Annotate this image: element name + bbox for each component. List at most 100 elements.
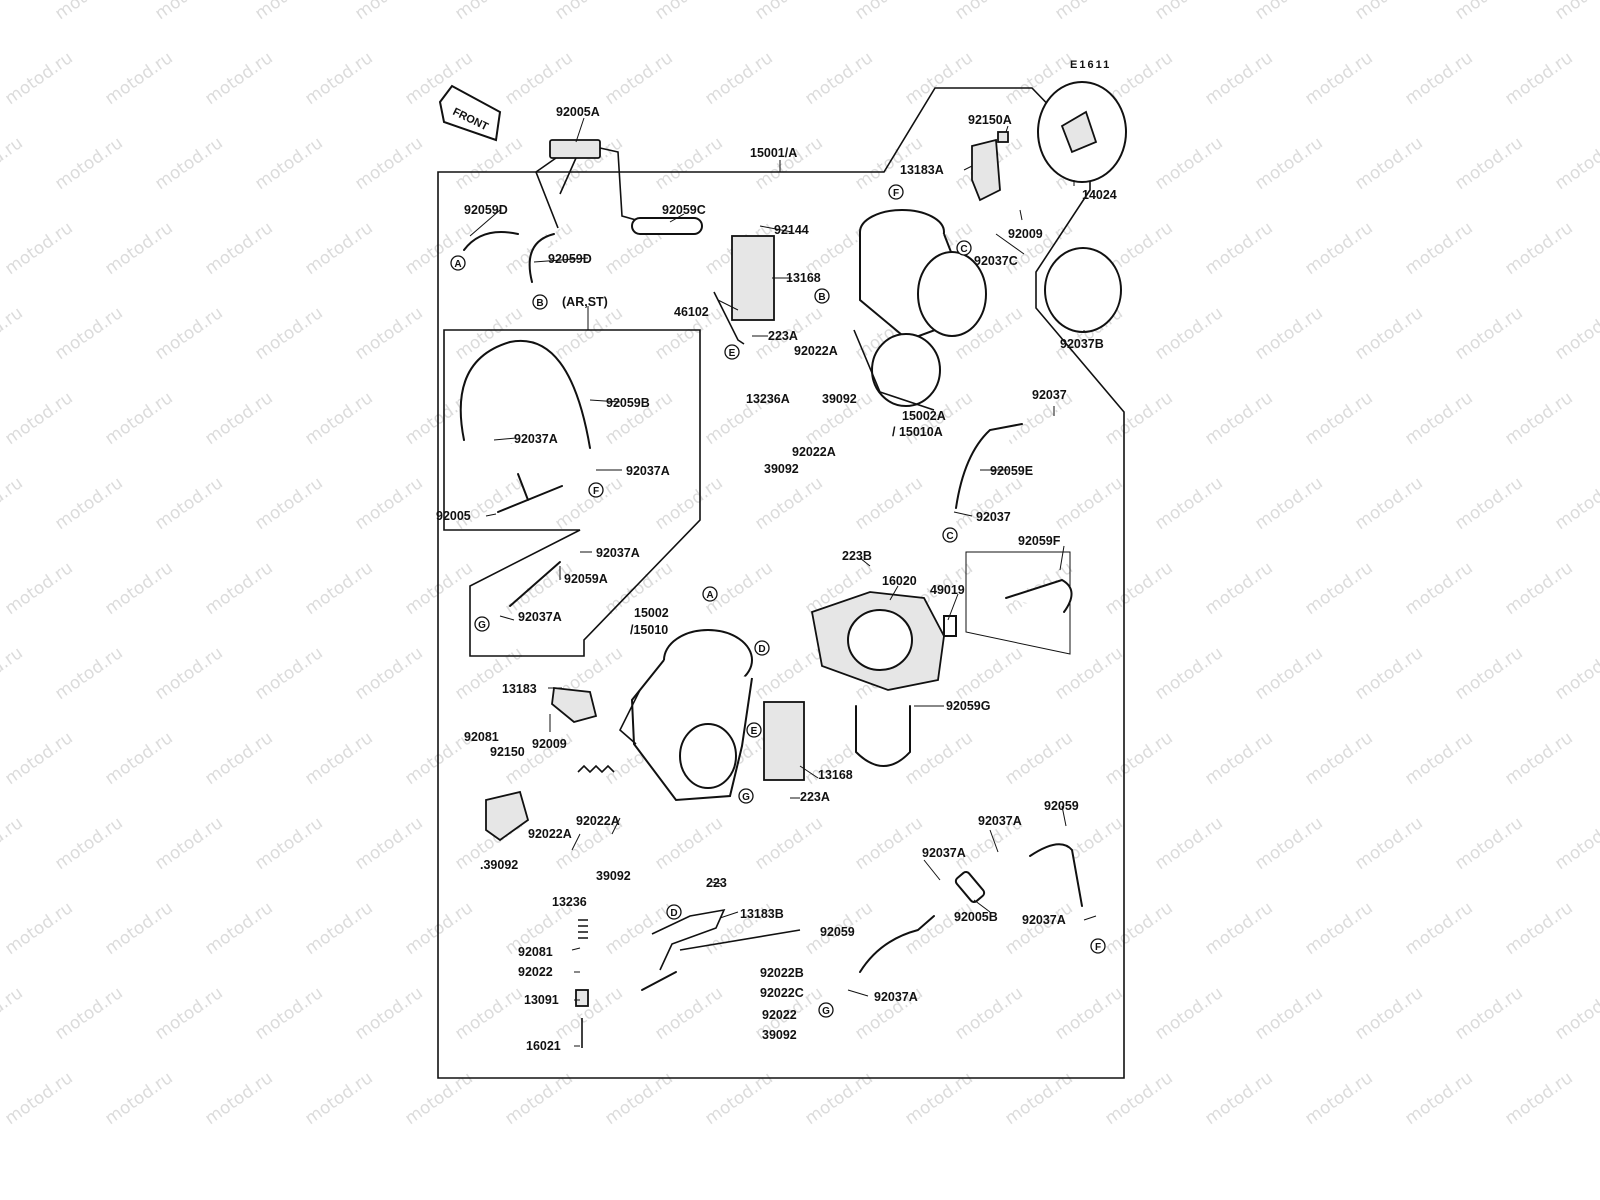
label-92059-1: 92059 <box>820 925 855 939</box>
watermark-text: motod.ru <box>1051 473 1126 534</box>
watermark-text: motod.ru <box>1201 388 1276 449</box>
watermark-text: motod.ru <box>1001 898 1076 959</box>
watermark-text: motod.ru <box>851 473 926 534</box>
watermark-text: motod.ru <box>351 813 426 874</box>
watermark-text: motod.ru <box>1251 303 1326 364</box>
callout-G-1: G <box>474 616 490 632</box>
callout-F-2: F <box>588 482 604 498</box>
label-13236A: 13236A <box>746 392 790 406</box>
watermark-text: motod.ru <box>301 728 376 789</box>
watermark-text: motod.ru <box>101 48 176 109</box>
choke-plunger <box>485 790 530 842</box>
label-92022A-b2: 92022A <box>528 827 572 841</box>
watermark-text: motod.ru <box>0 0 27 24</box>
watermark-text: motod.ru <box>1451 983 1526 1044</box>
label-13168-top: 13168 <box>786 271 821 285</box>
watermark-text: motod.ru <box>651 983 726 1044</box>
hose-92059G <box>855 705 911 767</box>
watermark-text: motod.ru <box>851 0 926 24</box>
label-223A-bot: 223A <box>800 790 830 804</box>
watermark-text: motod.ru <box>1151 643 1226 704</box>
callout-A-2: A <box>702 586 718 602</box>
hose-92059D-left <box>463 231 519 251</box>
label-223: 223 <box>706 876 727 890</box>
label-92009-bot: 92009 <box>532 737 567 751</box>
watermark-text: motod.ru <box>901 728 976 789</box>
watermark-text: motod.ru <box>701 1068 776 1129</box>
label-15010: /15010 <box>630 623 668 637</box>
watermark-text: motod.ru <box>1301 1068 1376 1129</box>
hose-92059E <box>955 423 1023 509</box>
watermark-text: motod.ru <box>1001 728 1076 789</box>
watermark-text: motod.ru <box>1101 1068 1176 1129</box>
assembly-frame <box>437 87 1125 1079</box>
watermark-text: motod.ru <box>651 133 726 194</box>
bracket-13183A <box>971 138 1001 202</box>
watermark-text: motod.ru <box>201 1068 276 1129</box>
watermark-text: motod.ru <box>751 0 826 24</box>
watermark-text: motod.ru <box>1201 558 1276 619</box>
watermark-text: motod.ru <box>1451 133 1526 194</box>
watermark-text: motod.ru <box>451 0 526 24</box>
watermark-text: motod.ru <box>601 48 676 109</box>
carburetor-upper <box>853 209 987 411</box>
bolt-92150A <box>997 131 1009 143</box>
watermark-text: motod.ru <box>1251 473 1326 534</box>
svg-text:E: E <box>751 726 758 737</box>
bracket-13183 <box>551 687 598 723</box>
watermark-text: motod.ru <box>1101 388 1176 449</box>
watermark-text: motod.ru <box>251 813 326 874</box>
label-13183: 13183 <box>502 682 537 696</box>
air-filter-ring <box>1037 81 1127 183</box>
watermark-text: motod.ru <box>151 643 226 704</box>
label-92037B: 92037B <box>1060 337 1104 351</box>
svg-text:D: D <box>758 644 765 655</box>
watermark-text: motod.ru <box>51 813 126 874</box>
label-92009-top: 92009 <box>1008 227 1043 241</box>
label-92022A-top: 92022A <box>794 344 838 358</box>
watermark-text: motod.ru <box>1351 643 1426 704</box>
watermark-text: motod.ru <box>451 133 526 194</box>
watermark-text: motod.ru <box>1401 558 1476 619</box>
watermark-text: motod.ru <box>451 983 526 1044</box>
watermark-text: motod.ru <box>1401 898 1476 959</box>
watermark-text: motod.ru <box>801 48 876 109</box>
watermark-text: motod.ru <box>151 473 226 534</box>
watermark-text: motod.ru <box>1 898 76 959</box>
watermark-text: motod.ru <box>651 473 726 534</box>
label-13091: 13091 <box>524 993 559 1007</box>
watermark-text: motod.ru <box>151 133 226 194</box>
hose-92059F-frame <box>965 551 1071 655</box>
svg-text:A: A <box>706 590 713 601</box>
watermark-text: motod.ru <box>1151 813 1226 874</box>
part-labels: 92005A 15001/A 92150A 13183A 14024 92059… <box>436 105 1117 1053</box>
label-13183B: 13183B <box>740 907 784 921</box>
label-92037A-2: 92037A <box>626 464 670 478</box>
watermark-text: motod.ru <box>51 473 126 534</box>
watermark-text: motod.ru <box>1451 813 1526 874</box>
watermark-text: motod.ru <box>101 728 176 789</box>
watermark-text: motod.ru <box>1301 218 1376 279</box>
label-ar-st: (AR,ST) <box>562 295 608 309</box>
label-92059F: 92059F <box>1018 534 1061 548</box>
svg-text:A: A <box>454 259 461 270</box>
watermark-text: motod.ru <box>951 983 1026 1044</box>
watermark-text: motod.ru <box>351 133 426 194</box>
label-16021: 16021 <box>526 1039 561 1053</box>
watermark-text: motod.ru <box>1501 218 1576 279</box>
watermark-text: motod.ru <box>601 1068 676 1129</box>
label-92037A-6: 92037A <box>922 846 966 860</box>
watermark-text: motod.ru <box>1401 388 1476 449</box>
callout-E-2: E <box>746 722 762 738</box>
watermark-text: motod.ru <box>1501 558 1576 619</box>
label-92059D-2: 92059D <box>548 252 592 266</box>
watermark-text: motod.ru <box>1201 48 1276 109</box>
watermark-text: motod.ru <box>151 0 226 24</box>
screw-13091 <box>575 989 589 1007</box>
label-39092-b2: 39092 <box>596 869 631 883</box>
watermark-text: motod.ru <box>1551 983 1600 1044</box>
watermark-text: motod.ru <box>51 983 126 1044</box>
watermark-text: motod.ru <box>1151 133 1226 194</box>
label-92059D-1: 92059D <box>464 203 508 217</box>
watermark-text: motod.ru <box>251 133 326 194</box>
